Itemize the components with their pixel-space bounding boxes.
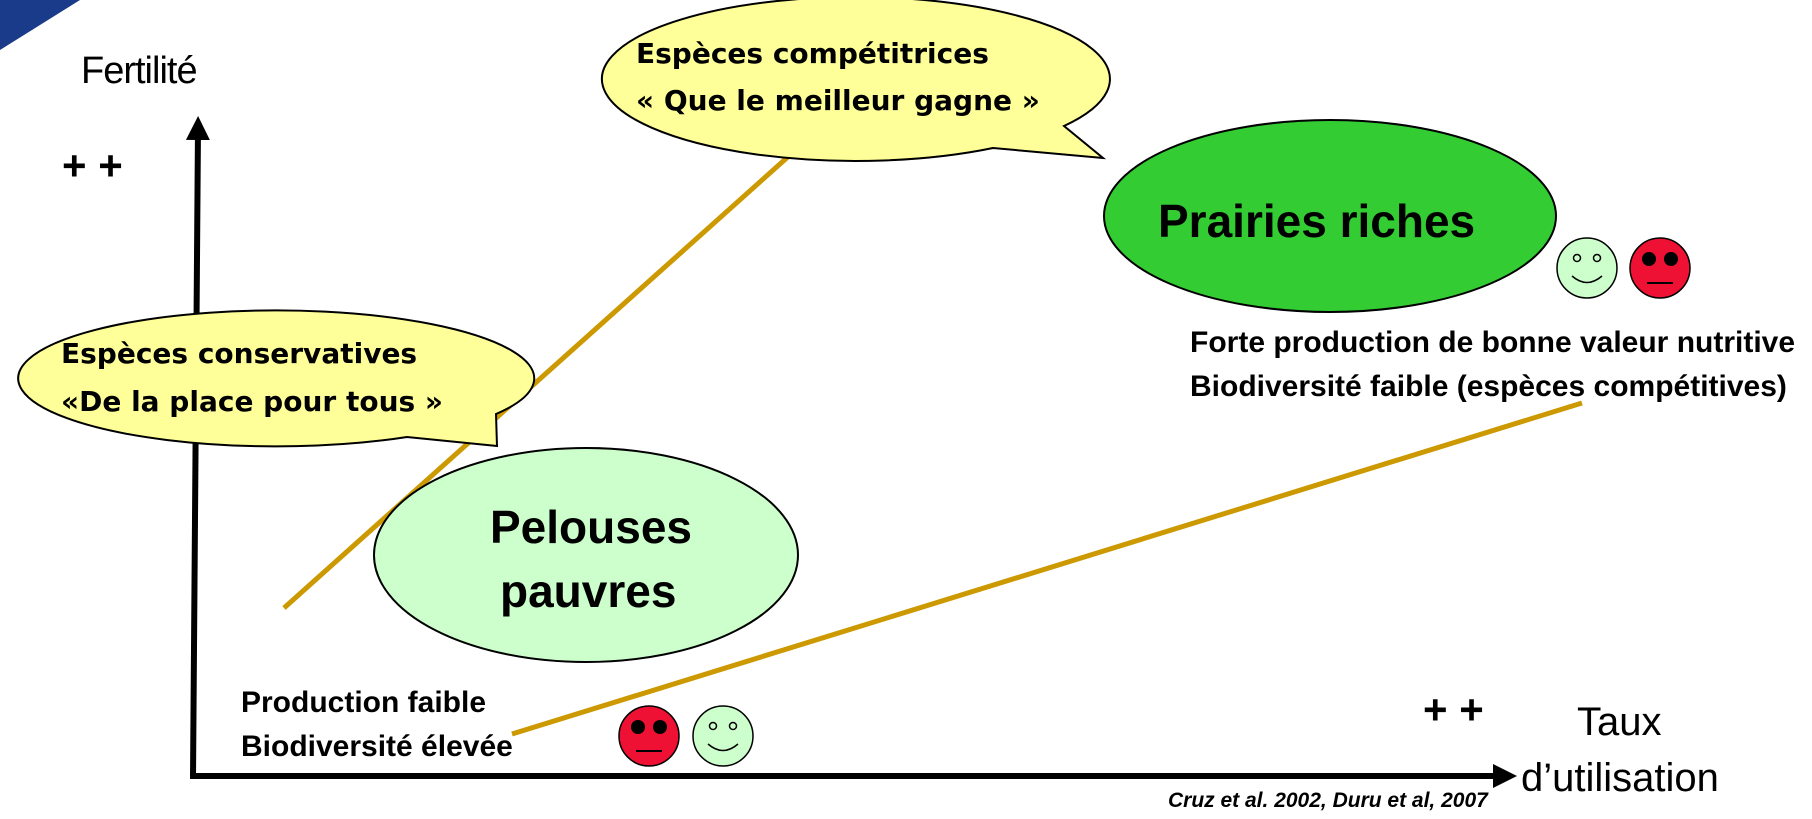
callout-conservative-line1: Espèces conservatives (61, 337, 418, 370)
zone-rich-description-line1: Forte production de bonne valeur nutriti… (1190, 326, 1796, 359)
zone-poor-ellipse (373, 447, 799, 663)
x-axis-label-line2: d’utilisation (1521, 756, 1719, 800)
callout-conservative-bubble (17, 309, 536, 448)
zone-rich-description-line2: Biodiversité faible (espèces compétitive… (1190, 370, 1787, 403)
zone-poor-label-line2: pauvres (500, 565, 677, 617)
y-axis (185, 116, 210, 779)
citation: Cruz et al. 2002, Duru et al, 2007 (1168, 789, 1488, 812)
trend-line-fertility (282, 153, 792, 610)
trend-line-use (511, 400, 1583, 737)
zone-poor-label-line1: Pelouses (490, 501, 692, 553)
zone-rich-ellipse (1103, 119, 1557, 313)
zone-poor-description-line2: Biodiversité élevée (241, 730, 513, 763)
x-axis-label-line1: Taux (1577, 700, 1662, 744)
callout-competitive-line1: Espèces compétitrices (636, 37, 989, 70)
callout-competitive-line2: « Que le meilleur gagne » (636, 84, 1040, 117)
y-axis-label: Fertilité (81, 50, 198, 92)
zone-rich-label: Prairies riches (1158, 195, 1476, 247)
y-axis-high-marker: + + (62, 142, 123, 189)
x-axis-high-marker: + + (1423, 686, 1484, 733)
zone-poor-description-line1: Production faible (241, 686, 487, 719)
happy-face-icon (692, 705, 754, 767)
corner-accent (0, 0, 80, 50)
callout-conservative-line2: «De la place pour tous » (61, 385, 444, 418)
callout-competitive-bubble (600, 0, 1111, 162)
unhappy-face-icon (1629, 237, 1691, 299)
happy-face-icon (1556, 237, 1618, 299)
unhappy-face-icon (618, 705, 680, 767)
